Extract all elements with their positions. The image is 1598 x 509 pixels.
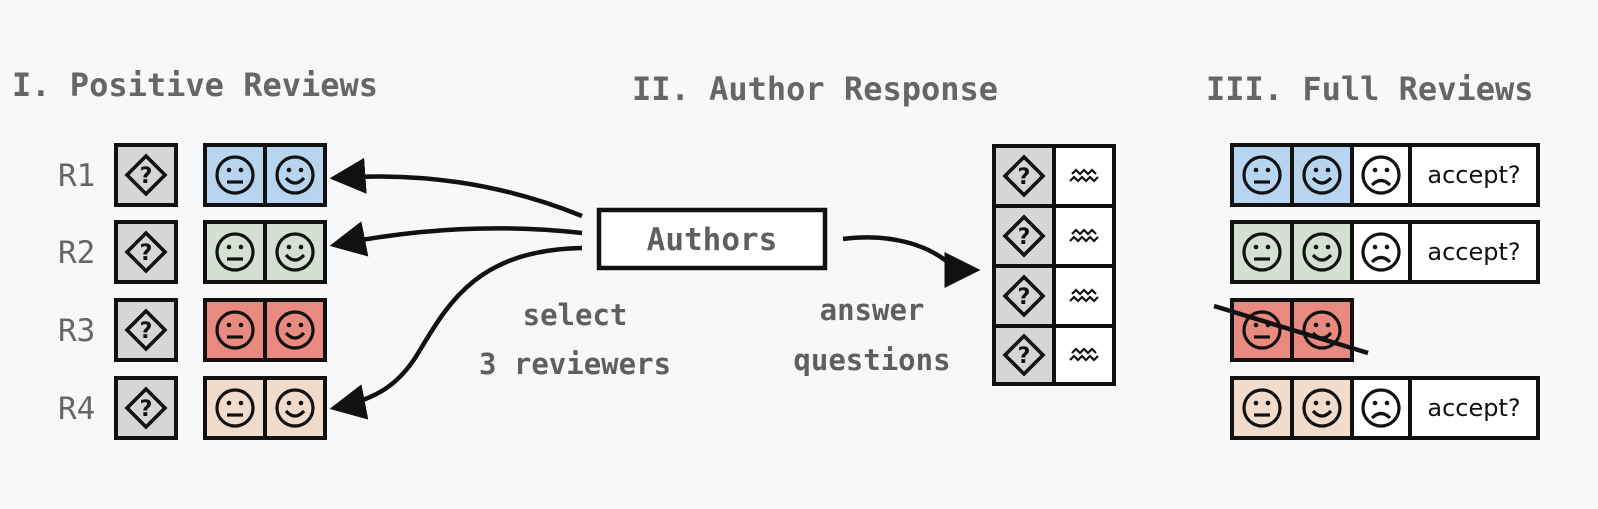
answer-caption-line2: questions	[793, 343, 950, 377]
authors-label: Authors	[647, 222, 778, 258]
accept-label-r4: accept?	[1427, 394, 1520, 422]
authors-box: Authors	[596, 207, 828, 271]
reviewer-label-r2: R2	[58, 235, 95, 271]
heading-full-reviews: III. Full Reviews	[1206, 70, 1534, 108]
heading-positive-reviews: I. Positive Reviews	[12, 66, 378, 104]
select-caption-line2: 3 reviewers	[479, 347, 671, 381]
select-arrow-r2	[329, 221, 583, 257]
question-box-r2	[114, 220, 178, 284]
select-arrow-r1	[329, 157, 583, 219]
full-review-r4: accept?	[1230, 376, 1540, 440]
answer-arrow	[842, 235, 981, 288]
reviewer-label-r3: R3	[58, 313, 95, 349]
question-box-r3	[114, 298, 178, 362]
full-review-r1: accept?	[1230, 143, 1540, 207]
question-box-r1	[114, 143, 178, 207]
full-review-r2: accept?	[1230, 220, 1540, 284]
review-faces-r1	[203, 143, 327, 207]
review-faces-r2	[203, 220, 327, 284]
accept-label-r1: accept?	[1427, 161, 1520, 189]
review-faces-r3	[203, 298, 327, 362]
question-box-r4	[114, 376, 178, 440]
select-caption-line1: select	[523, 298, 628, 332]
strike-through-line	[1213, 303, 1369, 356]
answer-caption-line1: answer	[820, 293, 925, 327]
review-faces-r4	[203, 376, 327, 440]
full-review-r3-excluded	[1213, 298, 1369, 362]
select-arrow-r4	[329, 245, 583, 420]
reviewer-label-r4: R4	[58, 391, 95, 427]
reviewer-label-r1: R1	[58, 158, 95, 194]
answered-questions-grid	[992, 144, 1116, 386]
accept-label-r2: accept?	[1427, 238, 1520, 266]
heading-author-response: II. Author Response	[632, 70, 998, 108]
